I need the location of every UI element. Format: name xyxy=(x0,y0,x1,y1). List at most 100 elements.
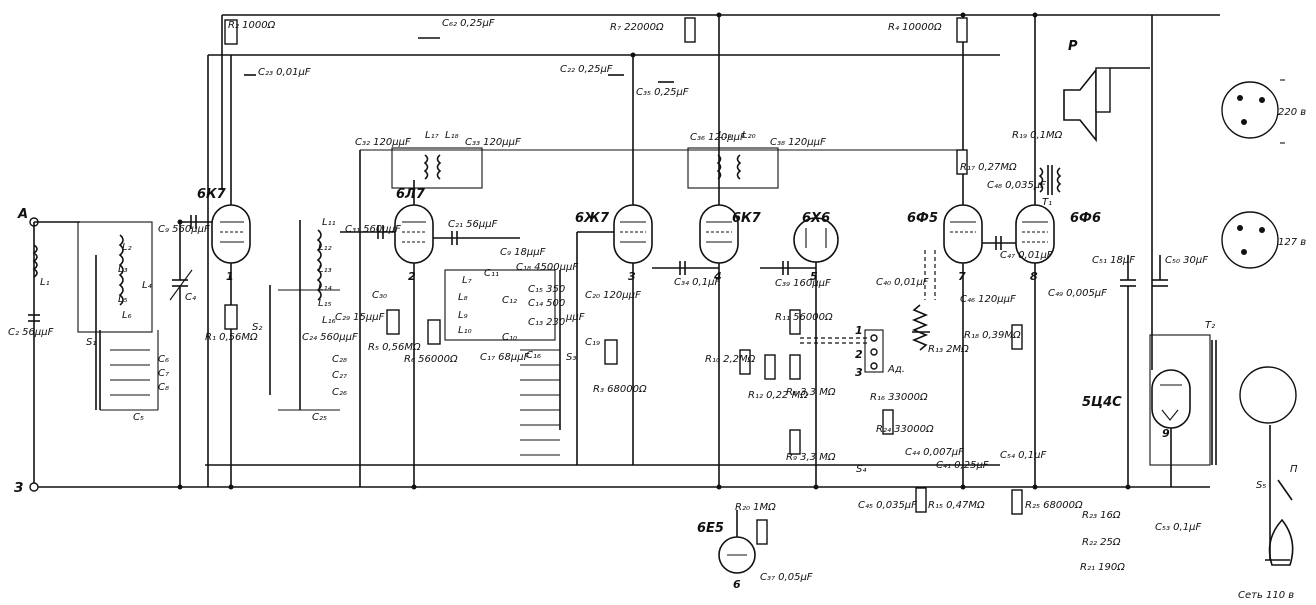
pin-4: 4 xyxy=(713,270,722,283)
capacitor-labels: C₂ 56μμF C₄ C₅ C₆ C₇ C₈ C₉ 560μμF C₂₁ 56… xyxy=(8,18,1208,583)
label-l16: L₁₆ xyxy=(322,315,336,326)
pin-6: 6 xyxy=(733,578,741,591)
label-c7: C₇ xyxy=(158,368,169,379)
label-mu: μμF xyxy=(565,312,585,323)
label-r21: R₂₁ 190Ω xyxy=(1080,562,1125,573)
label-c33: C₃₃ 120μμF xyxy=(465,137,521,148)
label-r4: R₄ 10000Ω xyxy=(888,22,942,33)
label-c27: C₂₇ xyxy=(332,370,347,381)
ground-label: З xyxy=(14,481,23,496)
switch-labels: S₁ S₂ S₃ S₄ S₅ xyxy=(86,322,1266,491)
label-c12: C₁₂ xyxy=(502,295,517,306)
pin-9: 9 xyxy=(1162,427,1170,440)
label-l6: L₆ xyxy=(122,310,132,321)
pin-5: 5 xyxy=(810,270,818,283)
label-r22: R₂₂ 25Ω xyxy=(1082,537,1121,548)
label-c32: C₃₂ 120μμF xyxy=(355,137,411,148)
label-c13: C₁₃ 230 xyxy=(528,317,565,328)
label-c48: C₄₈ 0,035μF xyxy=(987,180,1046,191)
if-transformer-2 xyxy=(687,147,779,189)
label-r5: R₅ 0,56MΩ xyxy=(368,342,421,353)
label-l8: L₈ xyxy=(458,292,468,303)
label-l11: L₁₁ xyxy=(322,217,336,228)
label-s5: S₅ xyxy=(1256,480,1266,491)
label-r10: R₁₀ 2,2MΩ xyxy=(705,354,756,365)
coupling-capacitors xyxy=(180,215,1168,487)
pin-3: 3 xyxy=(628,270,636,283)
label-c4: C₄ xyxy=(185,292,196,303)
label-l14: L₁₄ xyxy=(318,282,332,293)
label-l17: L₁₇ xyxy=(425,130,439,141)
label-r6: R₆ 56000Ω xyxy=(404,354,458,365)
label-c50: C₅₀ 30μF xyxy=(1165,255,1208,266)
label-c30: C₃₀ xyxy=(372,290,387,301)
label-c15: C₁₅ 350 xyxy=(528,284,565,295)
if-transformer-1 xyxy=(391,147,483,189)
mains-plug xyxy=(1268,479,1294,566)
label-r13: R₁₃ 2MΩ xyxy=(928,344,969,355)
antenna-label: A xyxy=(17,207,28,222)
power-transformer xyxy=(1149,334,1297,560)
pin-7: 7 xyxy=(958,270,966,283)
label-c62: C₆₂ 0,25μF xyxy=(442,18,495,29)
label-c5: C₅ xyxy=(133,412,144,423)
label-c9b: C₉ 18μμF xyxy=(500,247,546,258)
label-c36: C₃₆ 120μμF xyxy=(690,132,746,143)
label-jack-pin-1: 1 xyxy=(855,324,863,337)
label-l10: L₁₀ xyxy=(458,325,472,336)
label-r8: R₈ 3,3 MΩ xyxy=(786,387,836,398)
label-plug-127: 127 в xyxy=(1278,237,1306,248)
tube-6k7-1 xyxy=(211,204,251,264)
label-c10: C₁₀ xyxy=(502,332,517,343)
label-l2: L₂ xyxy=(122,242,132,253)
label-l18: L₁₈ xyxy=(445,130,459,141)
tuning-capacitor xyxy=(169,222,193,487)
voltage-plug-127 xyxy=(1221,211,1279,269)
label-c44: C₄₄ 0,007μF xyxy=(905,447,964,458)
label-c35: C₃₅ 0,25μF xyxy=(636,87,689,98)
label-c28: C₂₈ xyxy=(332,354,347,365)
label-s2: S₂ xyxy=(252,322,262,333)
label-r20: R₂₀ 1MΩ xyxy=(735,502,776,513)
label-jack: Ад. xyxy=(887,364,905,375)
label-l12: L₁₂ xyxy=(318,242,332,253)
tube-label-6k7-2: 6К7 xyxy=(732,211,762,226)
transformer-labels: T₁ T₂ xyxy=(1042,197,1215,331)
label-c39: C₃₉ 160μμF xyxy=(775,278,831,289)
band-switch-block xyxy=(444,231,614,465)
label-r19: R₁₉ 0,1MΩ xyxy=(1012,130,1063,141)
pin-1: 1 xyxy=(226,270,234,283)
label-c29: C₂₉ 15μμF xyxy=(335,312,385,323)
tube-6f5 xyxy=(943,204,983,264)
terminal-labels: A З xyxy=(14,207,28,496)
label-r25: R₂₅ 68000Ω xyxy=(1025,500,1083,511)
label-c38: C₃₈ 120μμF xyxy=(770,137,826,148)
label-c54: C₅₄ 0,1μF xyxy=(1000,450,1046,461)
label-l4: L₄ xyxy=(142,280,152,291)
label-c26: C₂₆ xyxy=(332,387,347,398)
label-c14: C₁₄ 500 xyxy=(528,298,565,309)
pickup-jack xyxy=(864,329,884,373)
label-c49: C₄₉ 0,005μF xyxy=(1048,288,1107,299)
tube-6e5 xyxy=(718,536,756,574)
label-jack-pin-2: 2 xyxy=(855,348,863,361)
label-c8: C₈ xyxy=(158,382,169,393)
label-speaker: P xyxy=(1068,39,1078,54)
label-r3: R₃ 68000Ω xyxy=(593,384,647,395)
label-c23: C₂₃ 0,01μF xyxy=(258,67,311,78)
label-c34: C₃₄ 0,1μF xyxy=(674,277,720,288)
label-c25: C₂₅ xyxy=(312,412,327,423)
label-plug-220: 220 в xyxy=(1278,107,1306,118)
label-r17: R₁₇ 0,27MΩ xyxy=(960,162,1017,173)
output-transformer xyxy=(1038,165,1062,195)
pin-2: 2 xyxy=(408,270,416,283)
label-l20: L₂₀ xyxy=(742,130,756,141)
label-l3: L₃ xyxy=(118,264,128,275)
ground-bus xyxy=(30,464,1210,488)
label-t2: T₂ xyxy=(1205,320,1215,331)
ground-symbols xyxy=(244,37,1290,561)
label-c22: C₂₂ 0,25μF xyxy=(560,64,613,75)
label-r12: R₁₂ 0,22 MΩ xyxy=(748,390,808,401)
label-c9: C₉ 560μμF xyxy=(158,224,210,235)
